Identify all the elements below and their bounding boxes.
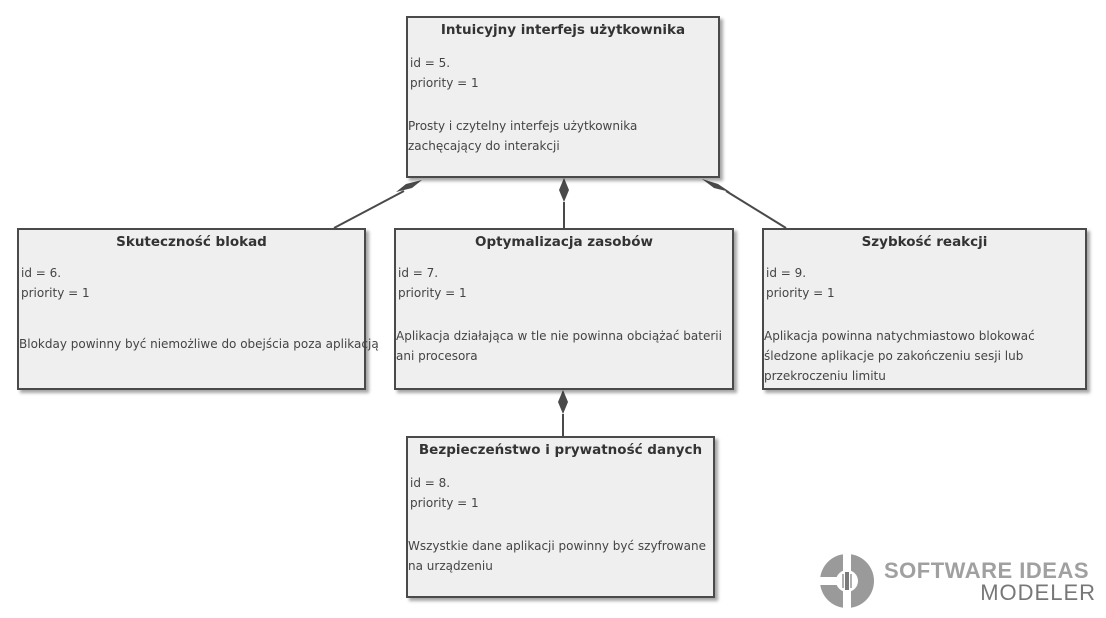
- requirement-description: Aplikacja działająca w tle nie powinna o…: [396, 329, 722, 363]
- logo-text-line2: MODELER: [980, 580, 1096, 605]
- requirement-title: Optymalizacja zasobów: [475, 234, 653, 250]
- logo-text-line1: SOFTWARE IDEAS: [884, 558, 1090, 583]
- requirement-title: Skuteczność blokad: [116, 234, 267, 250]
- composition-connector-r7-r8[interactable]: [558, 390, 568, 436]
- requirement-title: Intuicyjny interfejs użytkownika: [440, 22, 686, 38]
- requirement-priority: priority = 1: [410, 496, 479, 510]
- requirement-id: id = 6.: [21, 266, 62, 280]
- diamond-icon: [559, 178, 569, 202]
- requirement-box-resource-optimization[interactable]: Optymalizacja zasobów id = 7. priority =…: [394, 228, 734, 390]
- requirement-id: id = 8.: [410, 476, 451, 490]
- requirement-priority: priority = 1: [398, 286, 467, 300]
- requirement-id: id = 7.: [398, 266, 439, 280]
- requirement-description: Aplikacja powinna natychmiastowo blokowa…: [764, 329, 1035, 383]
- requirement-priority: priority = 1: [21, 286, 90, 300]
- composition-connector-r5-r7[interactable]: [559, 178, 569, 228]
- composition-connector-r5-r9[interactable]: [702, 179, 787, 229]
- requirement-id: id = 9.: [766, 266, 807, 280]
- requirement-box-reaction-speed[interactable]: Szybkość reakcji id = 9. priority = 1 Ap…: [762, 228, 1087, 390]
- requirement-box-intuitive-ui[interactable]: Intuicyjny interfejs użytkownika id = 5.…: [406, 16, 720, 178]
- requirement-description: Wszystkie dane aplikacji powinny być szy…: [408, 539, 706, 573]
- composition-connector-r5-r6[interactable]: [333, 180, 422, 229]
- software-ideas-modeler-logo: SOFTWARE IDEAS MODELER: [818, 552, 1100, 610]
- diamond-icon: [558, 390, 568, 414]
- requirement-box-data-security[interactable]: Bezpieczeństwo i prywatność danych id = …: [406, 436, 715, 598]
- requirement-box-block-effectiveness[interactable]: Skuteczność blokad id = 6. priority = 1 …: [17, 228, 379, 390]
- requirement-title: Bezpieczeństwo i prywatność danych: [418, 442, 703, 458]
- requirement-title: Szybkość reakcji: [861, 234, 988, 250]
- requirement-id: id = 5.: [410, 56, 451, 70]
- requirement-description: Blokday powinny być niemożliwe do obejśc…: [19, 337, 379, 351]
- diamond-icon: [702, 179, 730, 192]
- requirement-description: Prosty i czytelny interfejs użytkownika …: [408, 119, 638, 153]
- logo-mark-icon: [818, 552, 874, 610]
- diamond-icon: [396, 180, 422, 192]
- requirement-priority: priority = 1: [410, 76, 479, 90]
- requirement-priority: priority = 1: [766, 286, 835, 300]
